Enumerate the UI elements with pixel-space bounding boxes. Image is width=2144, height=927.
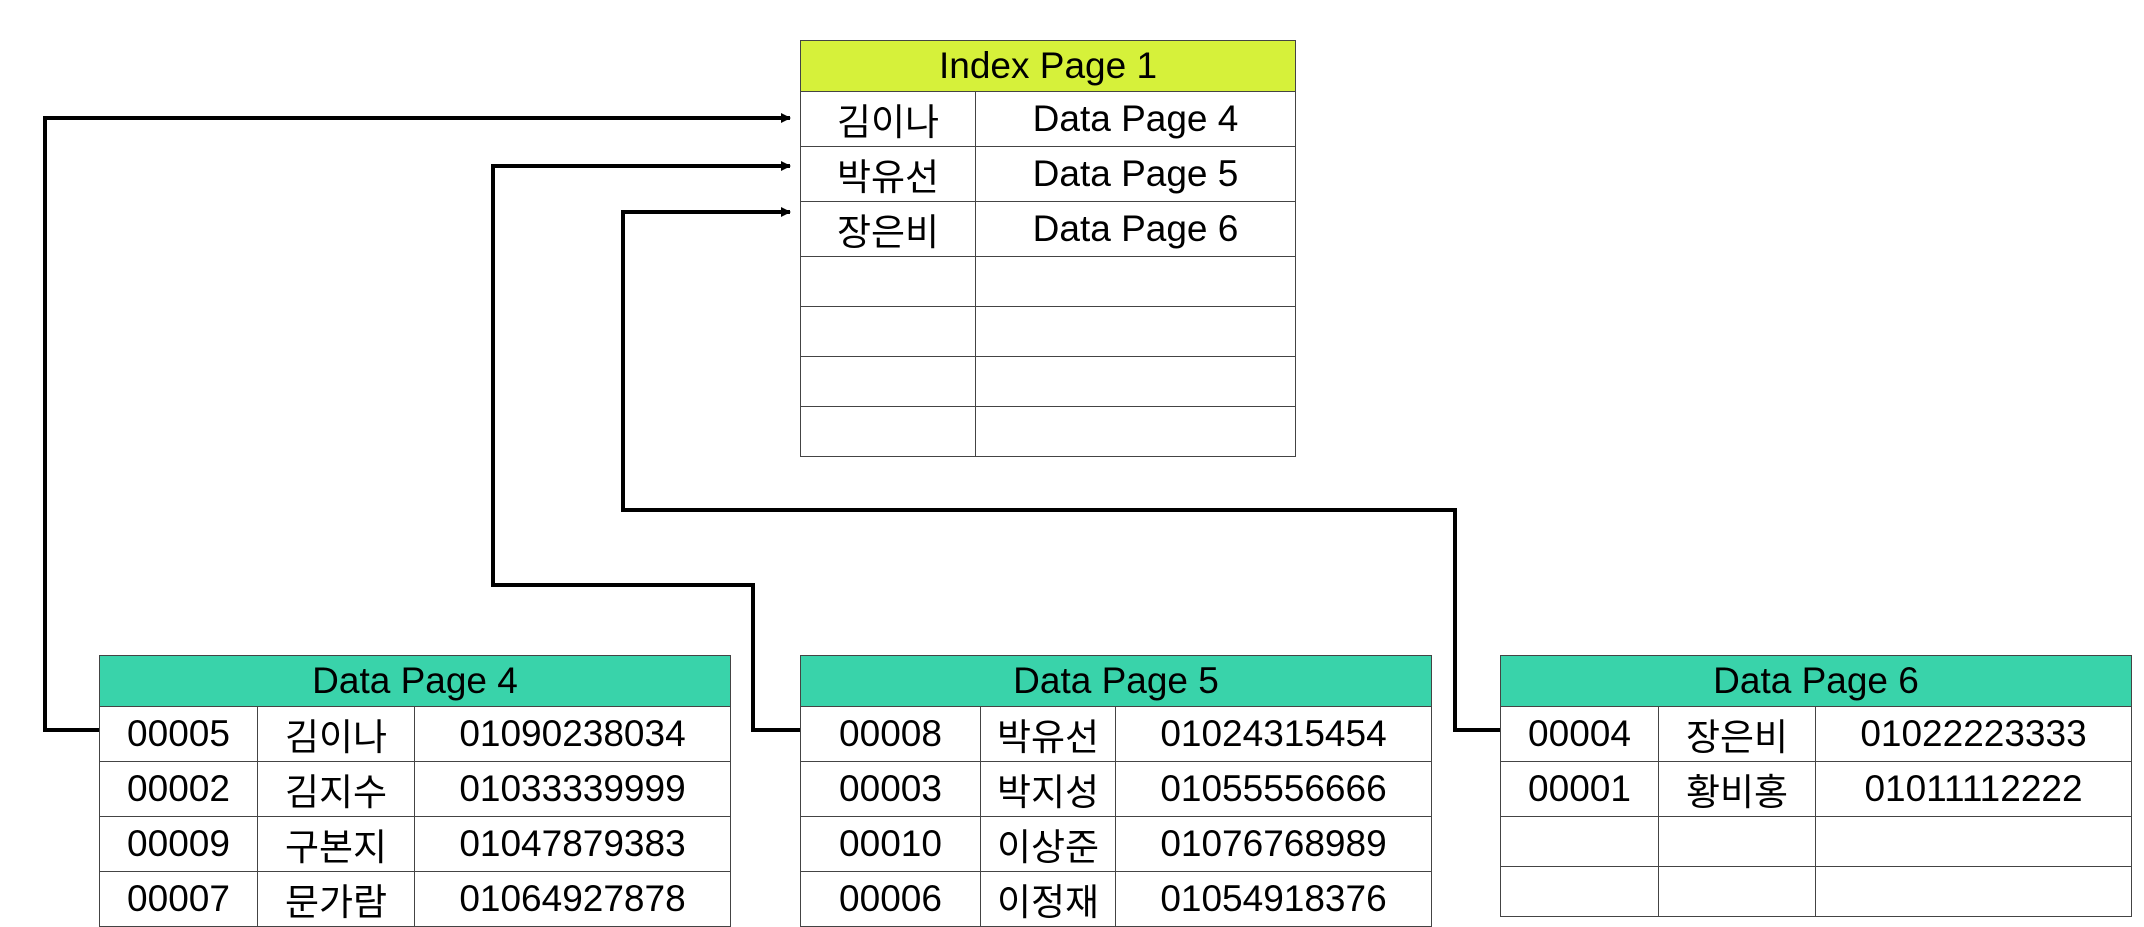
index-pointer	[975, 406, 1296, 457]
record-id: 00008	[800, 706, 981, 762]
record-phone: 01011112222	[1815, 761, 2132, 817]
record-id: 00009	[99, 816, 258, 872]
record-name: 박지성	[980, 761, 1116, 817]
record-id: 00004	[1500, 706, 1659, 762]
index-key: 장은비	[800, 201, 976, 257]
data-page-title: Data Page 4	[99, 655, 731, 707]
index-pointer: Data Page 4	[975, 91, 1296, 147]
record-id: 00001	[1500, 761, 1659, 817]
record-name: 구본지	[257, 816, 415, 872]
record-name: 이상준	[980, 816, 1116, 872]
record-id: 00005	[99, 706, 258, 762]
table-row	[1500, 816, 2132, 867]
record-phone: 01022223333	[1815, 706, 2132, 762]
index-key	[800, 356, 976, 407]
record-phone: 01024315454	[1115, 706, 1432, 762]
index-key	[800, 306, 976, 357]
record-name	[1658, 866, 1816, 917]
record-name: 김지수	[257, 761, 415, 817]
index-pointer	[975, 256, 1296, 307]
index-pointer: Data Page 5	[975, 146, 1296, 202]
record-id: 00006	[800, 871, 981, 927]
record-phone: 01076768989	[1115, 816, 1432, 872]
index-pointer	[975, 306, 1296, 357]
record-phone: 01055556666	[1115, 761, 1432, 817]
record-phone: 01033339999	[414, 761, 731, 817]
arrow-to-index-row-1	[43, 113, 791, 732]
record-id: 00010	[800, 816, 981, 872]
index-key: 박유선	[800, 146, 976, 202]
arrow-to-index-row-3	[621, 207, 1500, 732]
record-name: 이정재	[980, 871, 1116, 927]
record-id: 00007	[99, 871, 258, 927]
index-row	[800, 356, 1296, 407]
index-key	[800, 406, 976, 457]
index-pointer	[975, 356, 1296, 407]
record-name: 박유선	[980, 706, 1116, 762]
record-id	[1500, 816, 1659, 867]
record-phone: 01064927878	[414, 871, 731, 927]
record-name: 황비홍	[1658, 761, 1816, 817]
record-phone: 01047879383	[414, 816, 731, 872]
record-phone	[1815, 866, 2132, 917]
record-id	[1500, 866, 1659, 917]
record-phone: 01054918376	[1115, 871, 1432, 927]
record-name	[1658, 816, 1816, 867]
data-page-title: Data Page 5	[800, 655, 1432, 707]
record-name: 장은비	[1658, 706, 1816, 762]
arrow-to-index-row-2	[491, 161, 800, 732]
table-row	[1500, 866, 2132, 917]
index-row	[800, 306, 1296, 357]
record-name: 문가람	[257, 871, 415, 927]
record-phone: 01090238034	[414, 706, 731, 762]
index-page-title: Index Page 1	[800, 40, 1296, 92]
index-row	[800, 406, 1296, 457]
record-id: 00003	[800, 761, 981, 817]
index-key: 김이나	[800, 91, 976, 147]
record-name: 김이나	[257, 706, 415, 762]
index-pointer: Data Page 6	[975, 201, 1296, 257]
index-key	[800, 256, 976, 307]
record-id: 00002	[99, 761, 258, 817]
index-row	[800, 256, 1296, 307]
data-page-title: Data Page 6	[1500, 655, 2132, 707]
record-phone	[1815, 816, 2132, 867]
